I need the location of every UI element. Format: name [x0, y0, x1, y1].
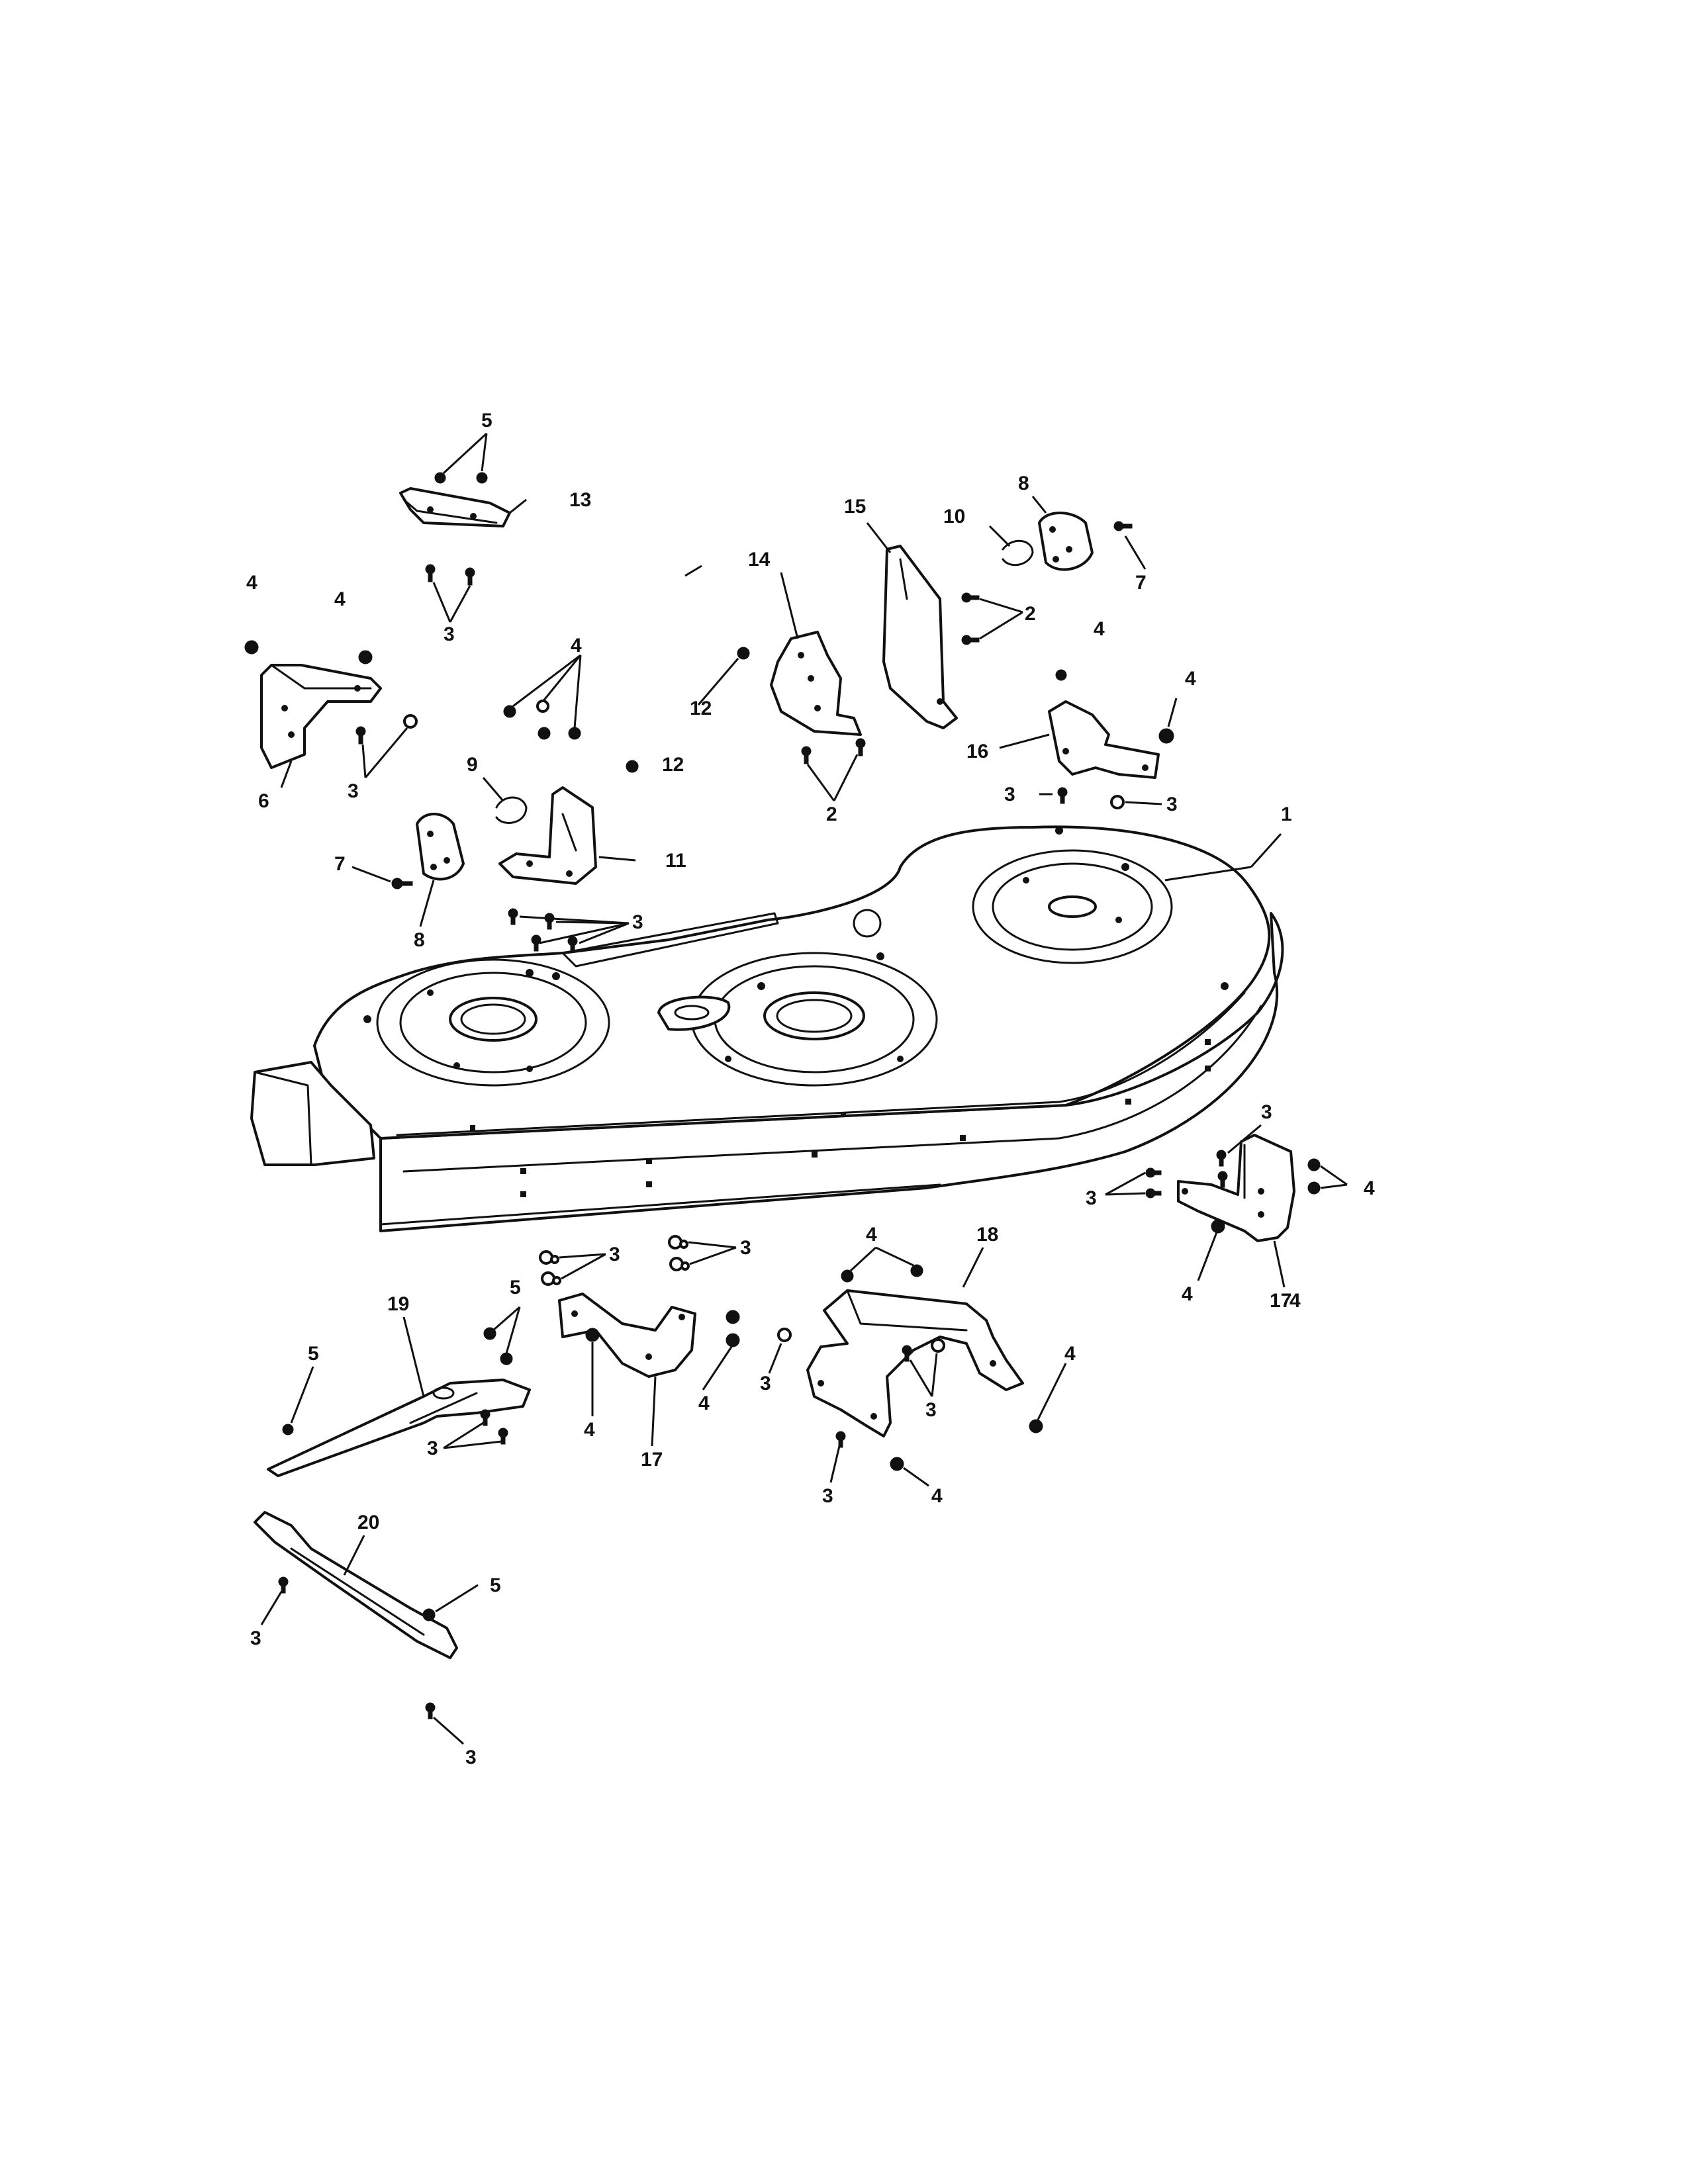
callout-label: 19 [387, 1293, 409, 1315]
bracket-part-17-center [558, 1293, 696, 1378]
callout-label: 1 [1281, 803, 1292, 825]
callout-label: 3 [925, 1399, 937, 1421]
callout-label: 4 [1064, 1343, 1076, 1365]
callout-label: 3 [348, 780, 359, 802]
callout-label: 3 [760, 1373, 771, 1394]
callout-label: 4 [334, 588, 346, 610]
callout-label: 8 [414, 929, 425, 951]
callout-label: 5 [490, 1574, 501, 1596]
callout-label: 4 [1364, 1177, 1375, 1199]
callout-label: 3 [740, 1237, 751, 1259]
callout-label: 3 [1261, 1101, 1272, 1123]
bracket-part-6 [260, 664, 382, 769]
plate-part-8-left [416, 813, 465, 881]
callout-label: 16 [966, 741, 988, 762]
blade-part-19 [267, 1379, 531, 1477]
callout-label: 4 [931, 1485, 943, 1507]
callout-label: 8 [1018, 473, 1029, 494]
callout-label: 2 [1025, 603, 1036, 625]
callout-label: 9 [467, 754, 478, 776]
callout-label: 4 [571, 635, 582, 657]
callout-label: 5 [510, 1277, 521, 1298]
callout-label: 4 [1185, 668, 1196, 690]
bracket-part-13 [399, 487, 511, 527]
bracket-part-16 [1048, 700, 1160, 779]
callout-label: 3 [444, 623, 455, 645]
deck-rivet-holes [363, 827, 1229, 1197]
callout-label: 3 [1004, 784, 1015, 805]
plate-part-15 [882, 545, 958, 729]
callout-label: 7 [1135, 572, 1147, 594]
bracket-part-18 [806, 1289, 1024, 1437]
callout-label: 3 [465, 1747, 477, 1768]
callout-label: 5 [308, 1343, 319, 1365]
callout-label: 17 [1270, 1290, 1291, 1312]
deck-housing-part [250, 825, 1284, 1232]
callout-label: 4 [1094, 618, 1105, 640]
callout-label: 4 [584, 1419, 595, 1441]
callout-label: 3 [1086, 1187, 1097, 1209]
callout-label: 4 [246, 572, 258, 594]
spring-part-10 [1002, 539, 1034, 567]
blade-part-20 [254, 1511, 458, 1659]
callout-label: 3 [609, 1244, 620, 1265]
callout-label: 11 [665, 850, 686, 872]
callout-label: 5 [481, 410, 492, 432]
callout-label: 18 [976, 1224, 998, 1246]
callout-label: 12 [690, 698, 712, 719]
bracket-part-17-right [1177, 1134, 1295, 1242]
callout-label: 2 [826, 803, 837, 825]
callout-label: 4 [1182, 1283, 1193, 1305]
callout-label: 3 [1166, 794, 1178, 815]
callout-label: 13 [569, 489, 591, 511]
callout-label: 12 [662, 754, 684, 776]
callout-label: 15 [844, 496, 866, 518]
plate-part-8-top [1038, 512, 1094, 571]
callout-label: 14 [748, 549, 771, 570]
callout-label: 7 [334, 853, 346, 875]
callout-label: 3 [250, 1627, 261, 1649]
callout-label: 3 [427, 1437, 438, 1459]
callout-label: 4 [698, 1392, 710, 1414]
callout-label: 4 [866, 1224, 877, 1246]
callout-label: 3 [632, 911, 643, 933]
bracket-part-11 [498, 786, 597, 885]
callout-label: 17 [641, 1449, 663, 1471]
callout-label: 20 [357, 1512, 379, 1533]
callout-label: 10 [943, 506, 965, 527]
callout-label: 4 [1289, 1290, 1301, 1312]
callout-label: 6 [258, 790, 269, 812]
callout-numbers: 1 2 2 3 3 3 3 3 3 3 3 3 3 3 3 3 3 3 4 4 … [246, 410, 1375, 1768]
hardware-nuts-and-bolts [244, 472, 1321, 1719]
spring-part-9 [495, 796, 528, 824]
callout-leader-lines [260, 432, 1348, 1745]
bracket-part-14 [770, 631, 862, 736]
callout-label: 3 [822, 1485, 833, 1507]
